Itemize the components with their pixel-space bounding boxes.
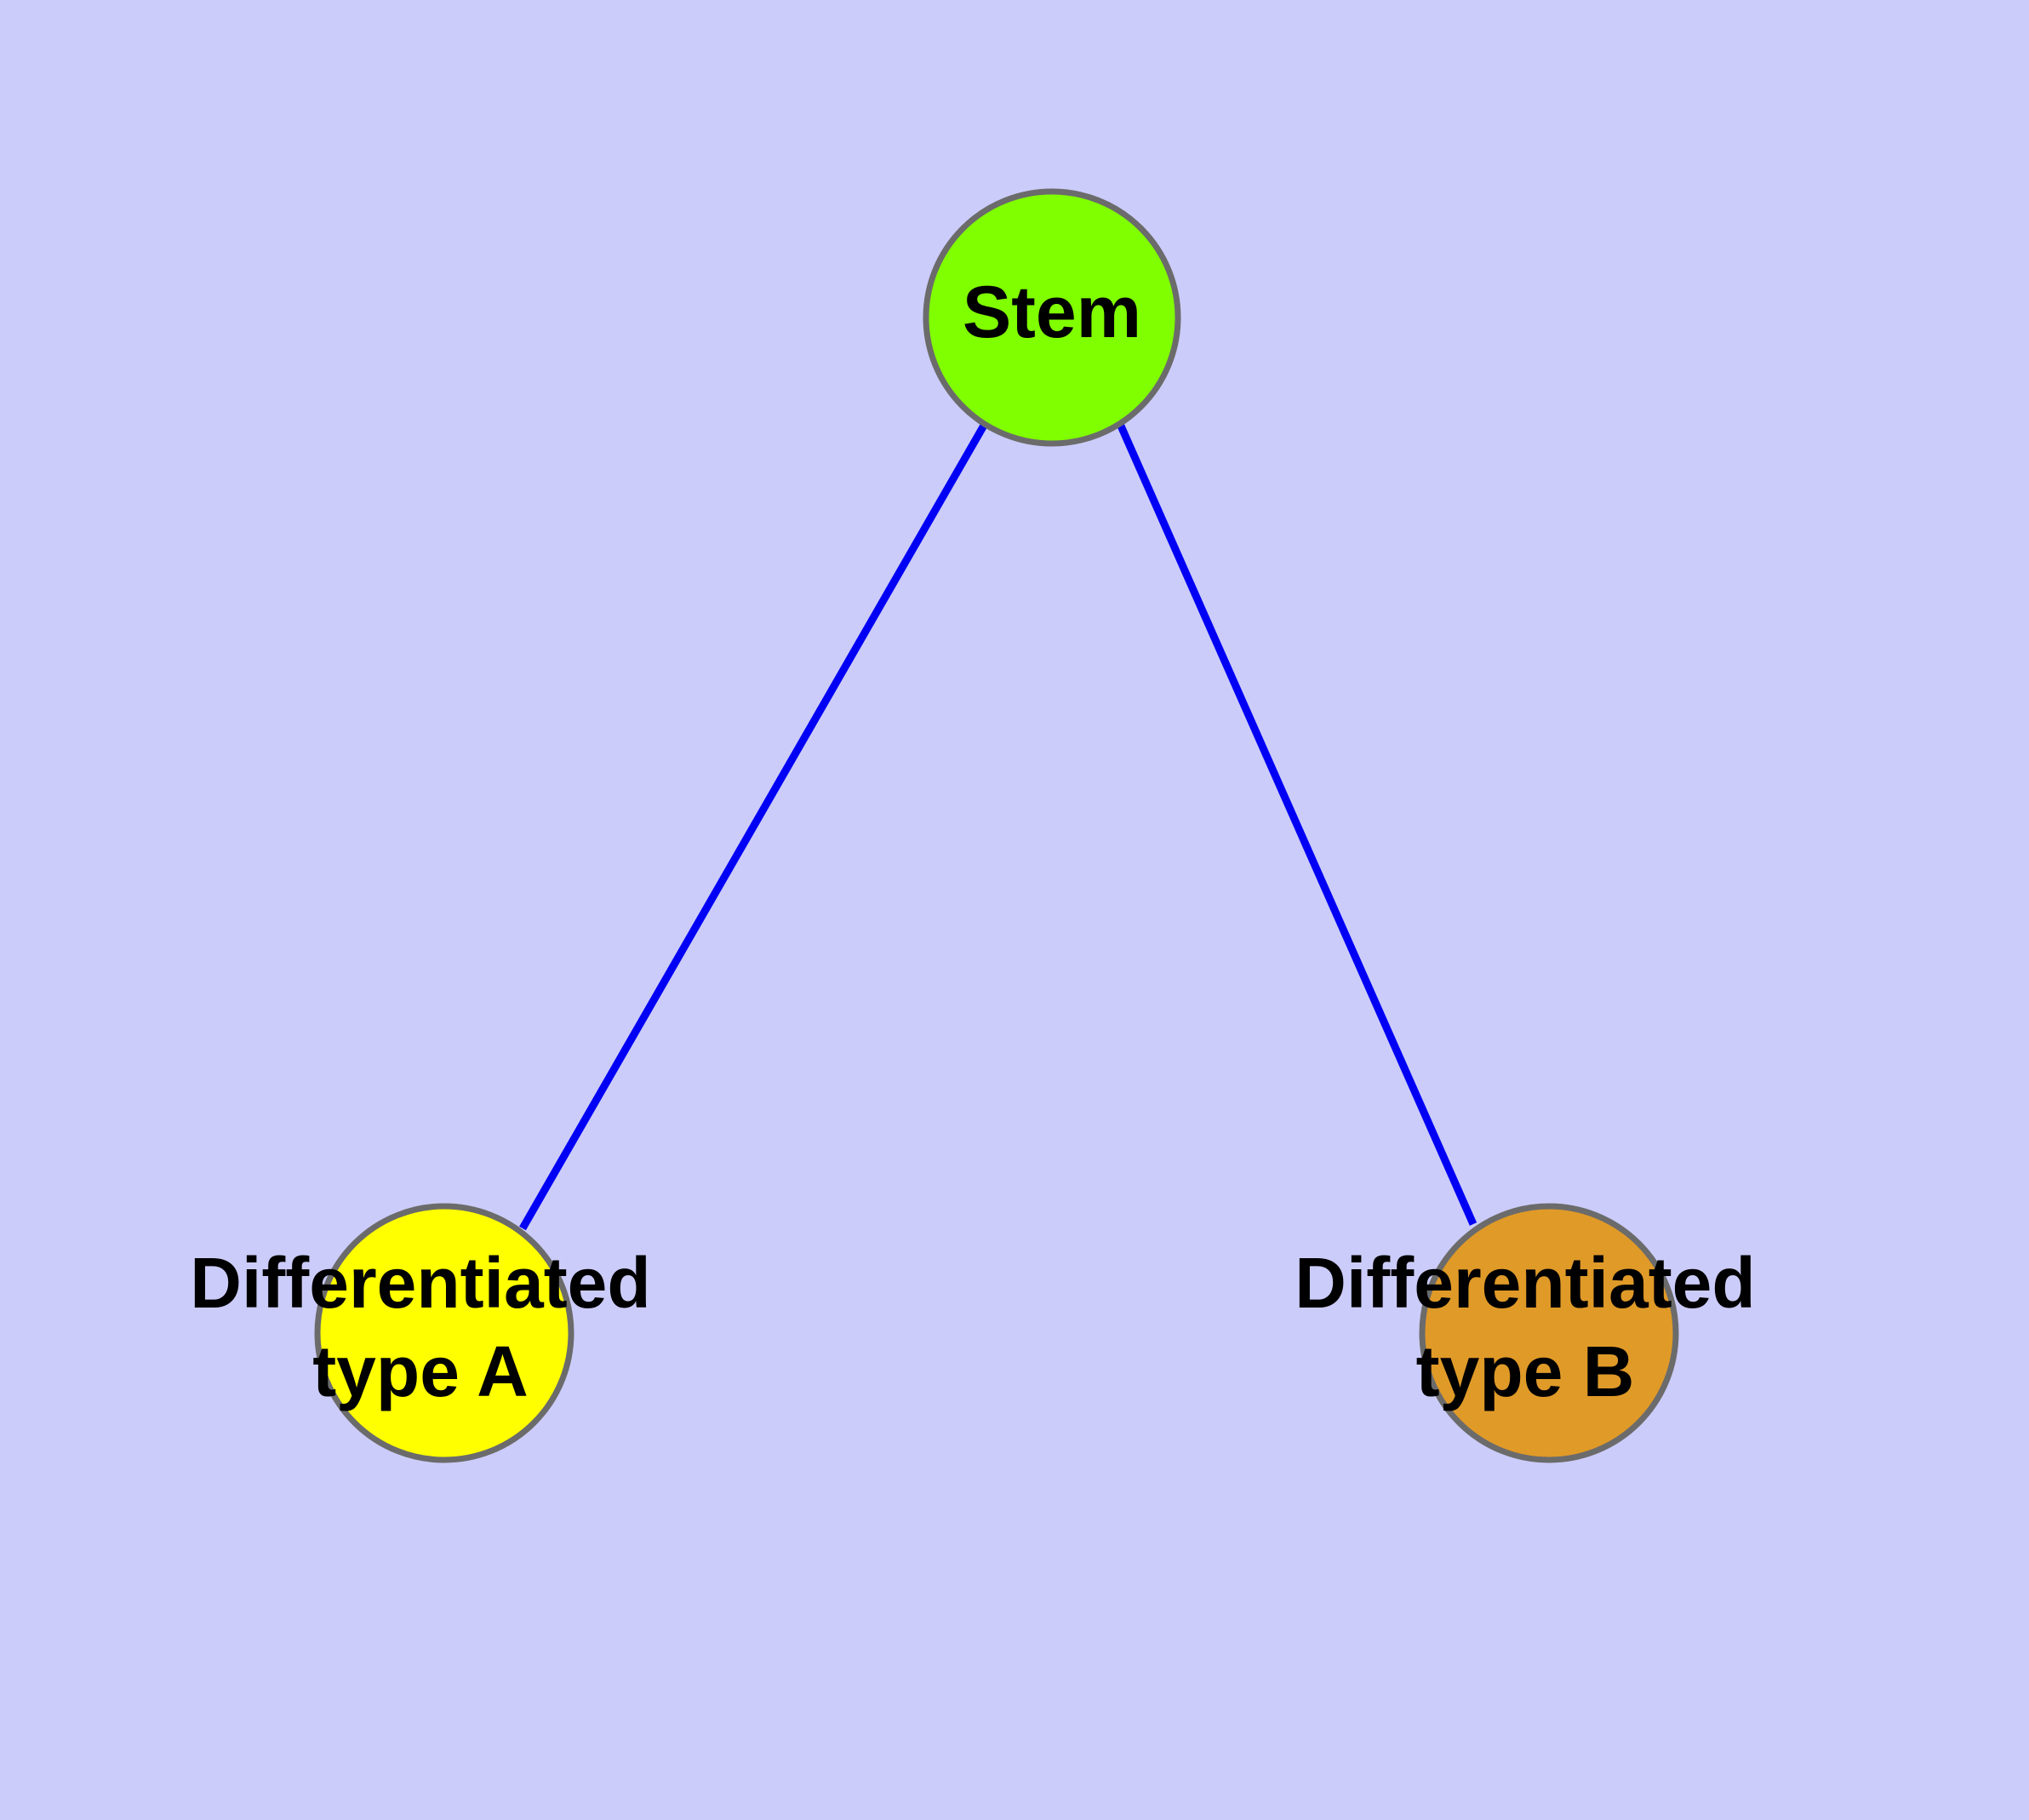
node-circle-stem[interactable] (923, 188, 1181, 447)
graph-node-stem[interactable]: Stem (923, 188, 1181, 447)
edges-layer (519, 421, 1477, 1231)
node-label-line: type A (312, 1331, 529, 1411)
node-label-line: Differentiated (190, 1243, 650, 1323)
node-label-stem: Stem (963, 272, 1141, 353)
node-circle-diff_b[interactable] (1419, 1203, 1679, 1463)
node-label-line: Stem (963, 272, 1141, 353)
node-label-line: Differentiated (1295, 1243, 1755, 1323)
graph-edge-stem-to-diff-b[interactable] (1116, 422, 1477, 1226)
graph-edge-stem-to-diff-a[interactable] (519, 421, 988, 1231)
node-circle-diff_a[interactable] (314, 1203, 574, 1463)
node-label-line: type B (1416, 1331, 1635, 1411)
